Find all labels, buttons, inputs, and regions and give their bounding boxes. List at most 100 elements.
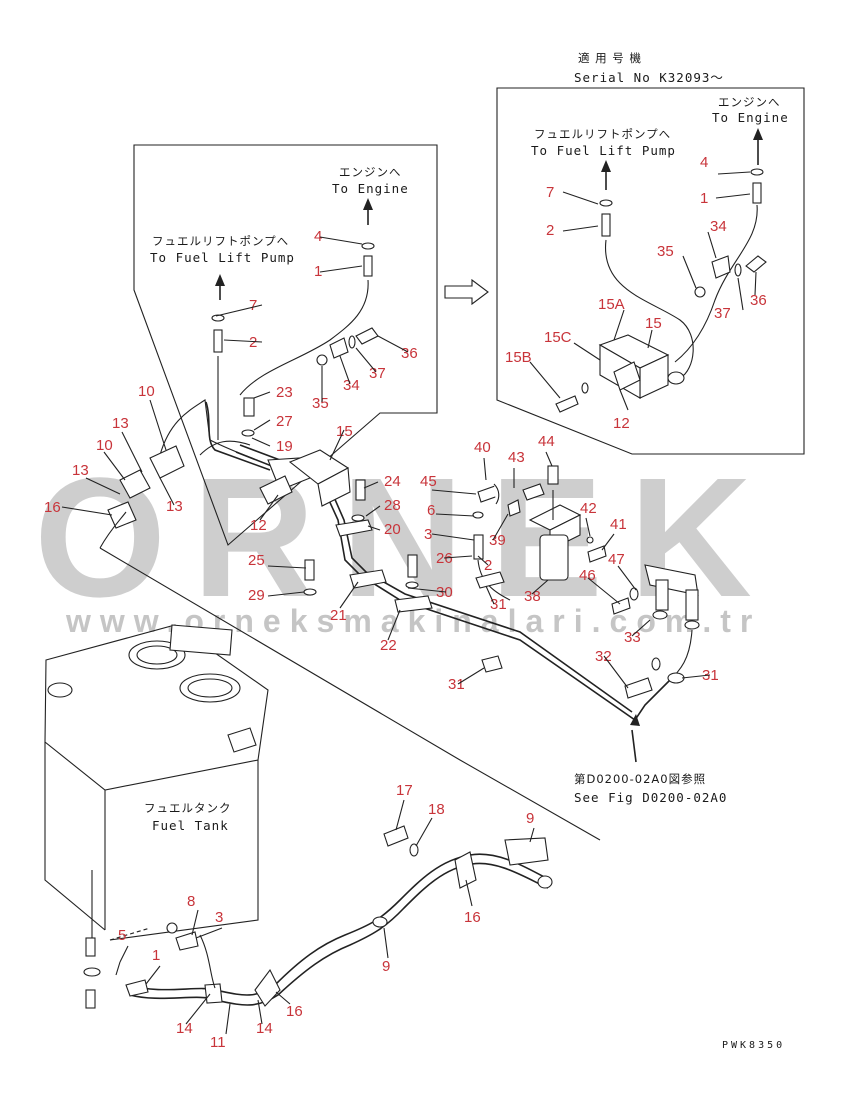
- part-label: 9: [526, 810, 534, 827]
- to-inset-arrow: [444, 278, 489, 306]
- main-engine-arrowhead: [363, 198, 373, 210]
- part-label: 34: [710, 218, 727, 235]
- part-label: 15: [336, 423, 353, 440]
- part-label: 2: [546, 222, 554, 239]
- part-label: 10: [96, 437, 113, 454]
- part-label: 4: [314, 228, 322, 245]
- part-label: 1: [700, 190, 708, 207]
- part-label: 1: [314, 263, 322, 280]
- inset-bolt-15B: [555, 395, 579, 413]
- main-pump-jp: フュエルリフトポンプへ: [152, 234, 289, 248]
- part-label: 2: [484, 557, 492, 574]
- watermark: ORNEK www.orneksmakinalari.com.tr: [34, 443, 778, 639]
- part-label: 37: [369, 365, 386, 382]
- part-label: 18: [428, 801, 445, 818]
- inset-engine-en: To Engine: [712, 110, 789, 125]
- watermark-brand: ORNEK: [34, 443, 778, 633]
- main-pump-arrowhead: [215, 274, 225, 286]
- part-label: 14: [256, 1020, 273, 1037]
- inset-clamp-34: [711, 255, 731, 279]
- inset-serial-en: Serial No K32093～: [574, 70, 724, 85]
- part-label: 16: [286, 1003, 303, 1020]
- part-label: 16: [44, 499, 61, 516]
- part-label: 13: [166, 498, 183, 515]
- part-label: 15C: [544, 329, 572, 346]
- part-label: 35: [657, 243, 674, 260]
- part-label: 44: [538, 433, 555, 450]
- part-label: 27: [276, 413, 293, 430]
- part-label: 15A: [598, 296, 625, 313]
- part-label: 31: [490, 596, 507, 613]
- part-label: 14: [176, 1020, 193, 1037]
- inset-bolt-36: [745, 255, 767, 273]
- part-label: 22: [380, 637, 397, 654]
- main-view: エンジンへ To Engine フュエルリフトポンプへ To Fuel Lift…: [44, 144, 785, 1051]
- inset-washer-7: [599, 199, 613, 207]
- part-label: 7: [546, 184, 554, 201]
- part-label: 20: [384, 521, 401, 538]
- part-label: 46: [579, 567, 596, 584]
- part-label: 9: [382, 958, 390, 975]
- part-label: 21: [330, 607, 347, 624]
- part-label: 10: [138, 383, 155, 400]
- part-label: 39: [489, 532, 506, 549]
- part-label: 28: [384, 497, 401, 514]
- part-label: 16: [464, 909, 481, 926]
- part-label: 13: [112, 415, 129, 432]
- part-label: 19: [276, 438, 293, 455]
- part-label: 30: [436, 584, 453, 601]
- inset-engine-arrowhead: [753, 128, 763, 140]
- part-label: 15B: [505, 349, 532, 366]
- inset-hose-a: [605, 239, 694, 379]
- part-label: 3: [215, 909, 223, 926]
- inset-engine-jp: エンジンへ: [718, 95, 781, 109]
- part-label: 47: [608, 551, 625, 568]
- inset-view: 適 用 号 機 Serial No K32093～ エンジンへ To Engin…: [496, 51, 805, 455]
- part-label: 7: [249, 297, 257, 314]
- part-label: 24: [384, 473, 401, 490]
- part-label: 33: [624, 629, 641, 646]
- fuel-tank-jp: フュエルタンク: [144, 801, 232, 815]
- see-fig-en: See Fig D0200-02A0: [574, 790, 727, 805]
- part-label: 45: [420, 473, 437, 490]
- inset-serial-jp: 適 用 号 機: [578, 51, 642, 65]
- inset-pump-jp: フュエルリフトポンプへ: [534, 127, 671, 141]
- main-inset-frame: [133, 144, 438, 546]
- part-label: 23: [276, 384, 293, 401]
- part-label: 31: [448, 676, 465, 693]
- inset-washer-4: [750, 168, 764, 176]
- part-label: 25: [248, 552, 265, 569]
- inset-hose-b: [674, 204, 758, 363]
- fuel-tank: フュエルタンク Fuel Tank: [44, 624, 269, 941]
- main-engine-en: To Engine: [332, 181, 409, 196]
- part-label: 12: [613, 415, 630, 432]
- inset-frame: [496, 87, 805, 455]
- part-label: 35: [312, 395, 329, 412]
- part-label: 3: [424, 526, 432, 543]
- main-engine-jp: エンジンへ: [339, 165, 402, 179]
- part-label: 37: [714, 305, 731, 322]
- part-label: 5: [118, 927, 126, 944]
- inset-bracket-12: [613, 361, 641, 391]
- inset-washer-37: [734, 263, 742, 277]
- part-label: 15: [645, 315, 662, 332]
- part-label: 43: [508, 449, 525, 466]
- see-fig-jp: 第D0200-02A0図参照: [574, 772, 706, 786]
- part-label: 12: [250, 517, 267, 534]
- drawing-code: PWK8350: [722, 1040, 785, 1051]
- part-label: 29: [248, 587, 265, 604]
- part-labels: 4 1 7 2 34 35 36 37 15A 15C 15 15B 12 4 …: [44, 154, 767, 1051]
- part-label: 41: [610, 516, 627, 533]
- part-label: 6: [427, 502, 435, 519]
- inset-pump-en: To Fuel Lift Pump: [531, 143, 676, 158]
- part-label: 42: [580, 500, 597, 517]
- part-label: 40: [474, 439, 491, 456]
- part-label: 36: [401, 345, 418, 362]
- part-label: 1: [152, 947, 160, 964]
- part-label: 34: [343, 377, 360, 394]
- part-label: 31: [702, 667, 719, 684]
- leader-lines: [61, 236, 711, 1035]
- inset-washer-15C: [581, 382, 589, 394]
- fuel-tank-en: Fuel Tank: [152, 818, 229, 833]
